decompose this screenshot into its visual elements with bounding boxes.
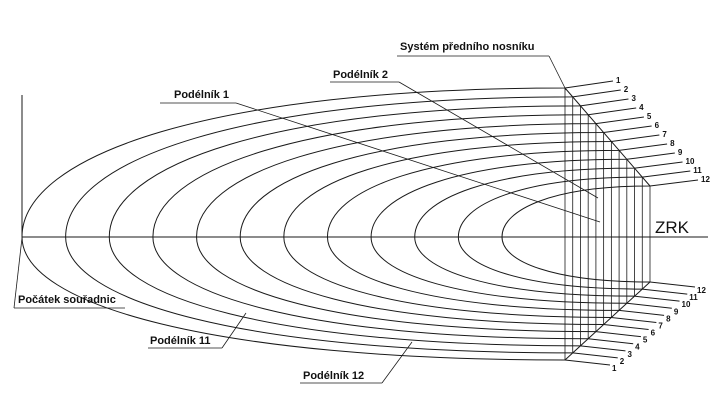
- beam-edge: [564, 87, 651, 187]
- stringer-number-bottom: 8: [666, 314, 671, 323]
- stringer-number-top: 11: [693, 166, 702, 175]
- stringer-number-top: 12: [701, 175, 710, 184]
- stringer-curve: [108, 98, 629, 352]
- leader-lines: [13, 55, 601, 384]
- stringer-curve: [370, 152, 675, 309]
- zrk-label: ZRK: [655, 218, 690, 237]
- stringer-number-bottom: 3: [627, 350, 632, 359]
- stringer-number-bottom: 1: [612, 364, 617, 373]
- podelnik-1-label: Podélník 1: [174, 89, 229, 101]
- front-beam-system: [564, 87, 651, 361]
- stringer-number-bottom: 6: [651, 329, 656, 338]
- stringer-curve: [326, 143, 668, 316]
- stringer-number-top: 8: [670, 139, 675, 148]
- stringer-number-top: 7: [662, 130, 667, 139]
- stringer-number-top: 6: [655, 121, 660, 130]
- origin-label: Počátek souřadnic: [18, 294, 116, 306]
- stringer-curve: [239, 125, 652, 331]
- stringer-number-bottom: 5: [643, 336, 648, 345]
- system-label: Systém předního nosníku: [400, 41, 534, 53]
- stringer-number-top: 10: [686, 157, 695, 166]
- stringer-curve: [283, 134, 660, 323]
- stringer-curve: [414, 161, 683, 302]
- stringer-number-top: 4: [639, 103, 644, 112]
- stringer-number-top: 3: [631, 94, 636, 103]
- stringer-curve: [65, 89, 621, 359]
- podelnik-12-label: Podélník 12: [303, 370, 364, 382]
- stringer-number-bottom: 12: [697, 286, 706, 295]
- stringer-number-bottom: 11: [689, 293, 698, 302]
- podelnik-2-label: Podélník 2: [333, 69, 388, 81]
- stringer-curve: [196, 116, 644, 338]
- stringer-curve: [21, 80, 614, 366]
- stringer-number-top: 2: [624, 85, 629, 94]
- stringer-number-top: 9: [678, 148, 683, 157]
- stringer-number-bottom: 2: [620, 357, 625, 366]
- stringer-number-top: 5: [647, 112, 652, 121]
- stringer-curve: [457, 170, 691, 295]
- stringer-number-top: 1: [616, 76, 621, 85]
- stringer-number-bottom: 7: [658, 321, 663, 330]
- stringer-curve: [152, 107, 637, 345]
- podelnik-11-label: Podélník 11: [150, 335, 211, 347]
- stringer-number-bottom: 10: [682, 300, 691, 309]
- stringer-number-bottom: 4: [635, 343, 640, 352]
- stringer-curve: [501, 179, 699, 288]
- beam-edge: [564, 281, 651, 361]
- stringer-number-bottom: 9: [674, 307, 679, 316]
- stringer-curves: [21, 80, 699, 366]
